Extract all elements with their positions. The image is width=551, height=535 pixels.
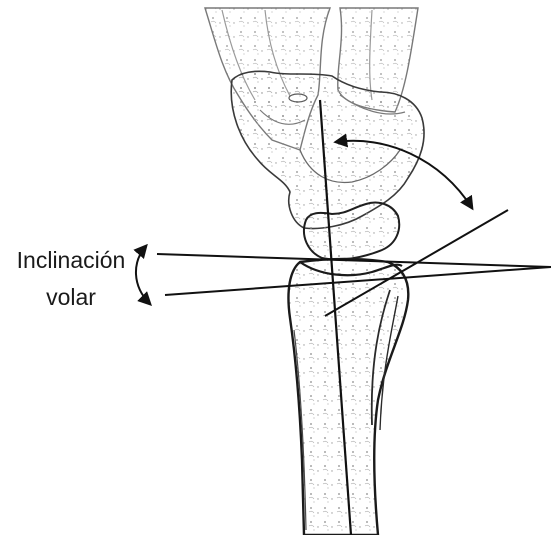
carpal-bones [205, 8, 424, 260]
volar-inclination-label-line1: Inclinación [8, 247, 134, 273]
curved-double-arrow-icon [136, 246, 150, 304]
volar-inclination-label-line2: volar [8, 284, 134, 310]
